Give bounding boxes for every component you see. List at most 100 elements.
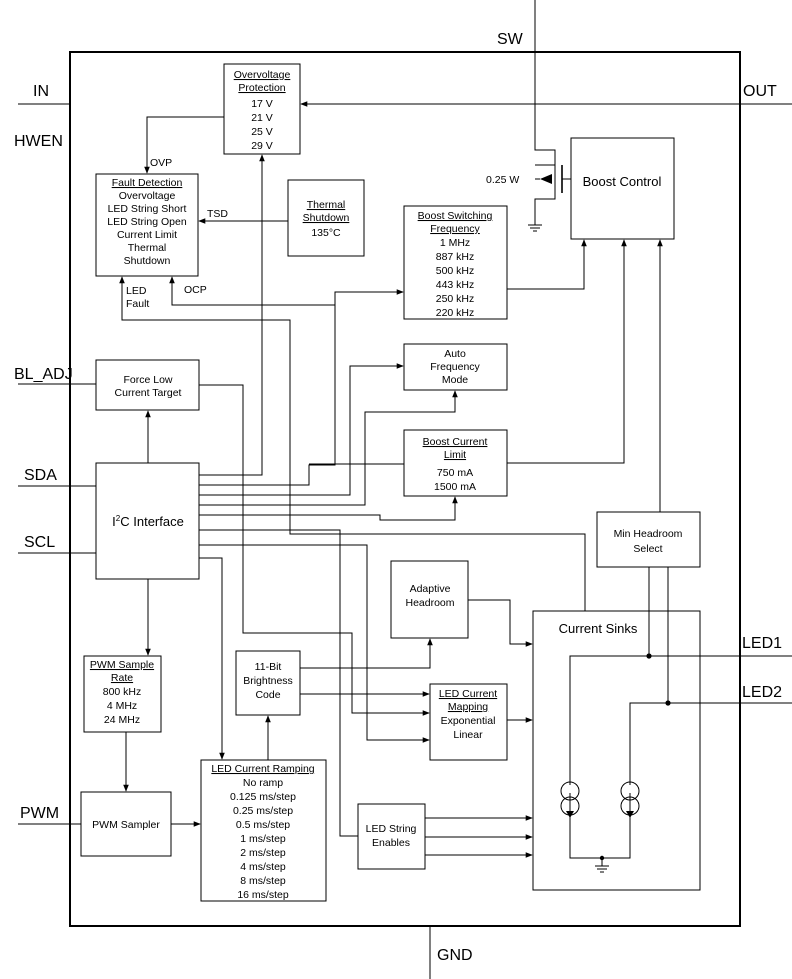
pin-in: IN — [33, 83, 49, 100]
block-text: 1 MHz — [440, 237, 470, 249]
block-text: Headroom — [405, 597, 454, 609]
thermal-shutdown-block: Thermal Shutdown 135°C — [287, 179, 365, 257]
block-text: Current Limit — [117, 229, 177, 241]
pwm-sampler-block: PWM Sampler — [80, 791, 172, 857]
block-text: Brightness — [243, 675, 293, 687]
fault-detection-block: Fault Detection Overvoltage LED String S… — [95, 173, 199, 277]
block-text: 4 ms/step — [240, 861, 286, 873]
block-text: Protection — [238, 82, 285, 94]
block-text: 250 kHz — [436, 293, 475, 305]
boost-switch-mosfet: 0.25 W — [486, 52, 571, 232]
block-text: Code — [255, 689, 280, 701]
block-text: Current Target — [115, 387, 182, 399]
block-text: Current Sinks — [559, 621, 638, 636]
pin-bl-adj: BL_ADJ — [14, 366, 73, 383]
block-text: Mapping — [448, 701, 488, 713]
pin-sw: SW — [497, 31, 524, 48]
junction-led1 — [646, 653, 652, 659]
signal-led-fault-1: LED — [126, 285, 147, 297]
pin-led1: LED1 — [742, 635, 782, 652]
block-text: LED Current Ramping — [211, 763, 314, 775]
block-text: Overvoltage — [234, 69, 291, 81]
block-text: 220 kHz — [436, 307, 475, 319]
block-text: Thermal — [307, 199, 346, 211]
block-text: Boost Current — [423, 436, 488, 448]
block-text: LED Current — [439, 688, 497, 700]
block-text: 443 kHz — [436, 279, 475, 291]
pin-out: OUT — [743, 83, 777, 100]
block-text: Force Low — [123, 374, 172, 386]
block-text: 17 V — [251, 98, 273, 110]
min-headroom-select-block: Min Headroom Select — [596, 511, 701, 568]
junction-led2 — [665, 700, 671, 706]
current-source-1 — [560, 781, 580, 818]
block-text: Limit — [444, 449, 466, 461]
pin-sda: SDA — [24, 467, 57, 484]
pins: IN HWEN BL_ADJ SDA SCL PWM SW OUT LED1 L… — [14, 0, 792, 979]
block-text: Frequency — [430, 361, 480, 373]
block-text: 16 ms/step — [237, 889, 289, 901]
block-text: 0.125 ms/step — [230, 791, 296, 803]
block-text: 11-Bit — [255, 661, 282, 673]
current-sinks-block: Current Sinks — [532, 610, 701, 891]
i2c-label: I2C Interface — [112, 514, 184, 529]
led-current-ramping-block: LED Current Ramping No ramp 0.125 ms/ste… — [200, 759, 327, 902]
block-text: LED String — [366, 823, 417, 835]
block-text: Overvoltage — [119, 190, 176, 202]
block-text: Mode — [442, 374, 468, 386]
block-text: Thermal — [128, 242, 167, 254]
chip-boundary — [69, 51, 741, 927]
block-text: 2 ms/step — [240, 847, 286, 859]
block-text: Boost Control — [583, 174, 662, 189]
block-text: Linear — [453, 729, 483, 741]
boost-switching-frequency-block: Boost Switching Frequency 1 MHz 887 kHz … — [403, 205, 508, 320]
block-text: Auto — [444, 348, 466, 360]
block-text: 8 ms/step — [240, 875, 286, 887]
adaptive-headroom-block: Adaptive Headroom — [390, 560, 469, 639]
block-text: 24 MHz — [104, 714, 140, 726]
block-text: 4 MHz — [107, 700, 137, 712]
block-text: 25 V — [251, 126, 273, 138]
auto-frequency-mode-block: Auto Frequency Mode — [403, 343, 508, 391]
block-text: Boost Switching — [418, 210, 493, 222]
signal-ovp: OVP — [150, 157, 172, 169]
block-text: 0.5 ms/step — [236, 819, 290, 831]
block-text: Frequency — [430, 223, 480, 235]
brightness-code-block: 11-Bit Brightness Code — [235, 650, 301, 716]
signal-led-fault-2: Fault — [126, 298, 149, 310]
block-text: 750 mA — [437, 467, 473, 479]
switch-rating: 0.25 W — [486, 174, 519, 186]
led-current-mapping-block: LED Current Mapping Exponential Linear — [429, 683, 508, 761]
boost-control-block: Boost Control — [570, 137, 675, 240]
block-text: Rate — [111, 672, 133, 684]
pin-pwm: PWM — [20, 805, 59, 822]
pin-gnd: GND — [437, 947, 473, 964]
block-text: No ramp — [243, 777, 283, 789]
block-text: LED String Short — [108, 203, 187, 215]
block-text: Exponential — [441, 715, 496, 727]
block-text: PWM Sampler — [92, 819, 160, 831]
led-string-enables-block: LED String Enables — [357, 803, 426, 870]
block-text: PWM Sample — [90, 659, 154, 671]
block-text: 887 kHz — [436, 251, 475, 263]
block-text: 500 kHz — [436, 265, 475, 277]
block-text: 29 V — [251, 140, 273, 152]
pin-led2: LED2 — [742, 684, 782, 701]
block-text: Min Headroom — [614, 528, 683, 540]
block-text: 21 V — [251, 112, 273, 124]
block-text: Select — [633, 543, 662, 555]
force-low-current-target-block: Force Low Current Target — [95, 359, 200, 411]
block-text: 135°C — [311, 227, 341, 239]
block-text: 1500 mA — [434, 481, 476, 493]
block-text: LED String Open — [107, 216, 187, 228]
pin-scl: SCL — [24, 534, 55, 551]
pwm-sample-rate-block: PWM Sample Rate 800 kHz 4 MHz 24 MHz — [83, 655, 162, 733]
signal-ocp: OCP — [184, 284, 207, 296]
boost-current-limit-block: Boost Current Limit 750 mA 1500 mA — [403, 429, 508, 497]
overvoltage-protection-block: Overvoltage Protection 17 V 21 V 25 V 29… — [223, 63, 301, 155]
junction-gnd — [599, 855, 605, 861]
wires — [70, 101, 740, 873]
block-text: Shutdown — [124, 255, 171, 267]
block-text: Adaptive — [410, 583, 451, 595]
